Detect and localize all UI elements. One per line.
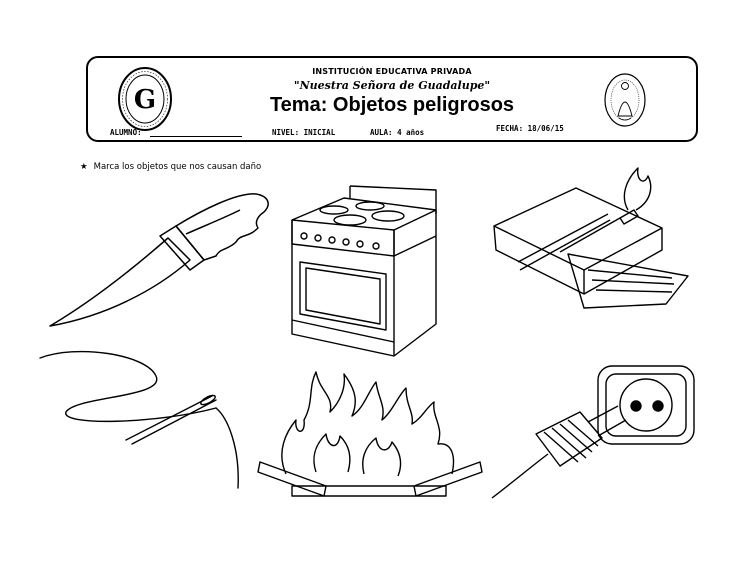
alumno-label: ALUMNO: [110,128,142,137]
knife-icon[interactable] [44,188,276,336]
alumno-blank[interactable] [150,128,243,137]
aula-label: AULA: 4 años [370,128,425,137]
page-title: Tema: Objetos peligrosos [269,94,515,116]
school-logo: G [118,67,172,131]
stove-icon[interactable] [290,184,440,360]
worksheet-header: G INSTITUCIÓN EDUCATIVA PRIVADA "Nuestra… [86,56,698,142]
star-icon: ★ [80,162,88,172]
fecha-label: FECHA: 18/06/15 [496,124,564,133]
virgin-guadalupe-icon [604,73,646,127]
instruction-text: Marca los objetos que nos causan daño [93,162,262,172]
plug-and-socket-icon[interactable] [488,362,700,504]
logo-letter: G [134,85,156,115]
alumno-field: ALUMNO: [110,128,243,137]
nivel-label: NIVEL: INICIAL [272,128,336,137]
needle-and-thread-icon[interactable] [36,348,246,494]
fire-icon[interactable] [256,362,484,498]
matches-icon[interactable] [488,158,696,314]
instruction: ★ Marca los objetos que nos causan daño [80,162,261,172]
institution-name: INSTITUCIÓN EDUCATIVA PRIVADA [312,67,472,76]
school-motto: "Nuestra Señora de Guadalupe" [293,79,491,92]
